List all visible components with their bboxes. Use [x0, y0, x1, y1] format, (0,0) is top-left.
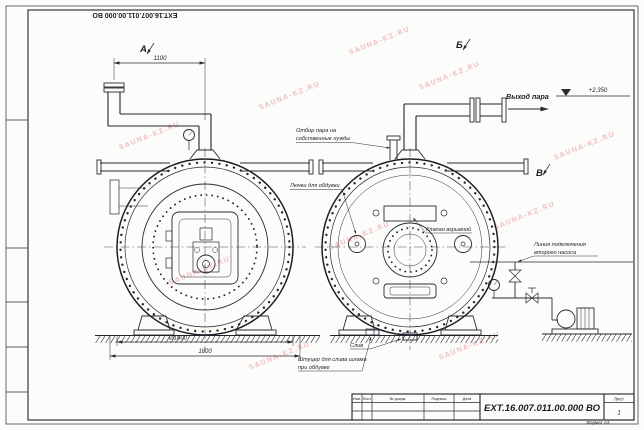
blow-hatches-label: Лючки для обдувки — [289, 183, 340, 189]
explosion-valve-label: Клапан взрывной — [426, 226, 471, 233]
door-hinge — [165, 230, 173, 242]
left-door-bolts — [152, 194, 258, 300]
dim-diameter: Ø1600 — [168, 336, 188, 342]
annotation-steam-outlet: Выход пара — [506, 92, 549, 112]
col-sign: Подпись — [431, 397, 446, 401]
sheet-number: 1 — [617, 411, 620, 417]
dimension-support-span: 1800 — [109, 335, 301, 360]
sheet-frame — [5, 5, 639, 425]
right-rim-bolts — [324, 161, 496, 333]
annotation-blow-hatches: Лючки для обдувки — [289, 183, 357, 235]
steam-tap-label-2: собственные нужды — [296, 136, 350, 142]
drain-label: Слив — [350, 343, 363, 349]
feed-pump-assembly — [470, 261, 633, 335]
steam-tap-nozzle — [386, 135, 401, 160]
valve-icon — [508, 269, 522, 283]
pressure-gauge-pump — [488, 279, 500, 298]
dim-1100: 1100 — [154, 56, 168, 62]
section-b-letter: Б — [456, 40, 463, 51]
pump-motor — [576, 307, 595, 330]
steam-outlet-label: Выход пара — [506, 92, 549, 101]
section-mark-v: В — [536, 163, 551, 179]
blow-hatch-right — [454, 235, 472, 253]
format-label: Формат А3 — [586, 420, 610, 425]
view-arrow-icon — [146, 42, 155, 55]
sludge-label-1: Штуцер для слива шлама — [298, 357, 367, 363]
level-mark-icon — [561, 89, 571, 96]
riser-flange — [103, 87, 125, 93]
annotation-level-mark: +2,350 — [556, 88, 630, 97]
annotation-drain: Слив — [350, 338, 402, 350]
watermark-text: SAUNA-KZ.RU — [348, 25, 412, 57]
left-vessel-front-view — [96, 82, 314, 350]
watermark-text: SAUNA-KZ.RU — [168, 255, 232, 287]
pump-casing — [556, 309, 576, 329]
section-mark-b: Б — [456, 38, 471, 51]
view-arrow-icon — [542, 163, 551, 176]
manhole — [382, 222, 438, 278]
dim-1800: 1800 — [198, 349, 212, 355]
watermark-text: SAUNA-KZ.RU — [418, 60, 482, 92]
pump-line-label-2: второго насоса — [534, 250, 576, 256]
annotation-explosion-valve: Клапан взрывной — [412, 217, 472, 234]
level-value: +2,350 — [589, 88, 608, 94]
left-side-rails — [96, 159, 314, 175]
sludge-label-2: при обдувке — [298, 365, 330, 371]
section-mark-a: А — [139, 42, 155, 55]
pump-base — [551, 328, 599, 335]
watermarks: SAUNA-KZ.RU SAUNA-KZ.RU SAUNA-KZ.RU SAUN… — [118, 25, 617, 372]
col-date: Дата — [463, 397, 472, 401]
blow-hatch-left — [348, 235, 366, 253]
view-arrow-icon — [462, 38, 471, 51]
burner-door — [165, 211, 239, 285]
right-vessel-rear-view — [315, 97, 529, 350]
explosion-valve-hatch — [383, 205, 437, 222]
burner-port — [196, 254, 216, 274]
watermark-text: SAUNA-KZ.RU — [493, 200, 557, 232]
pipe-flange — [501, 97, 507, 123]
top-inverted-code: ЕХТ.16.007.011.00.000 ВО — [92, 11, 178, 18]
watermark-text: SAUNA-KZ.RU — [258, 80, 322, 112]
section-a-letter: А — [139, 44, 147, 55]
col-list: Лист — [363, 397, 372, 401]
steam-tap-label-1: Отбор пара на — [296, 128, 336, 134]
pump-line-label-1: Линия подключения — [533, 242, 586, 248]
right-side-rails — [318, 158, 529, 175]
watermark-text: SAUNA-KZ.RU — [553, 130, 617, 162]
annotation-pump-line: Линия подключения второго насоса — [517, 242, 598, 262]
valve-icon — [525, 292, 539, 304]
col-doc: № докум. — [390, 397, 407, 401]
section-v-letter: В — [536, 168, 543, 179]
pressure-gauge-left — [183, 129, 195, 150]
left-rim-bolts — [119, 161, 291, 333]
col-izm: Изм. — [353, 397, 361, 401]
bottom-hatch — [383, 283, 437, 299]
left-steam-pipe — [103, 82, 221, 160]
watermark-text: SAUNA-KZ.RU — [118, 120, 182, 152]
right-steam-pipe — [394, 97, 507, 160]
annotation-steam-tap: Отбор пара на собственные нужды — [296, 128, 391, 149]
pipe-flange — [469, 97, 475, 123]
document-code: ЕХТ.16.007.011.00.000 ВО — [484, 403, 601, 414]
pipe-flange — [475, 97, 481, 123]
annotation-sludge-nozzle: Штуцер для слива шлама при обдувке — [298, 336, 372, 372]
door-hinge — [165, 257, 173, 269]
title-block: Изм. Лист № докум. Подпись Дата ЕХТ.16.0… — [351, 393, 635, 425]
dimension-pipe-height: 1100 — [113, 56, 206, 120]
sheet-label: Лист — [614, 397, 625, 402]
level-gauge — [109, 179, 148, 215]
dimension-shell-diameter: Ø1600 — [116, 335, 294, 346]
riser-flange — [103, 82, 125, 88]
